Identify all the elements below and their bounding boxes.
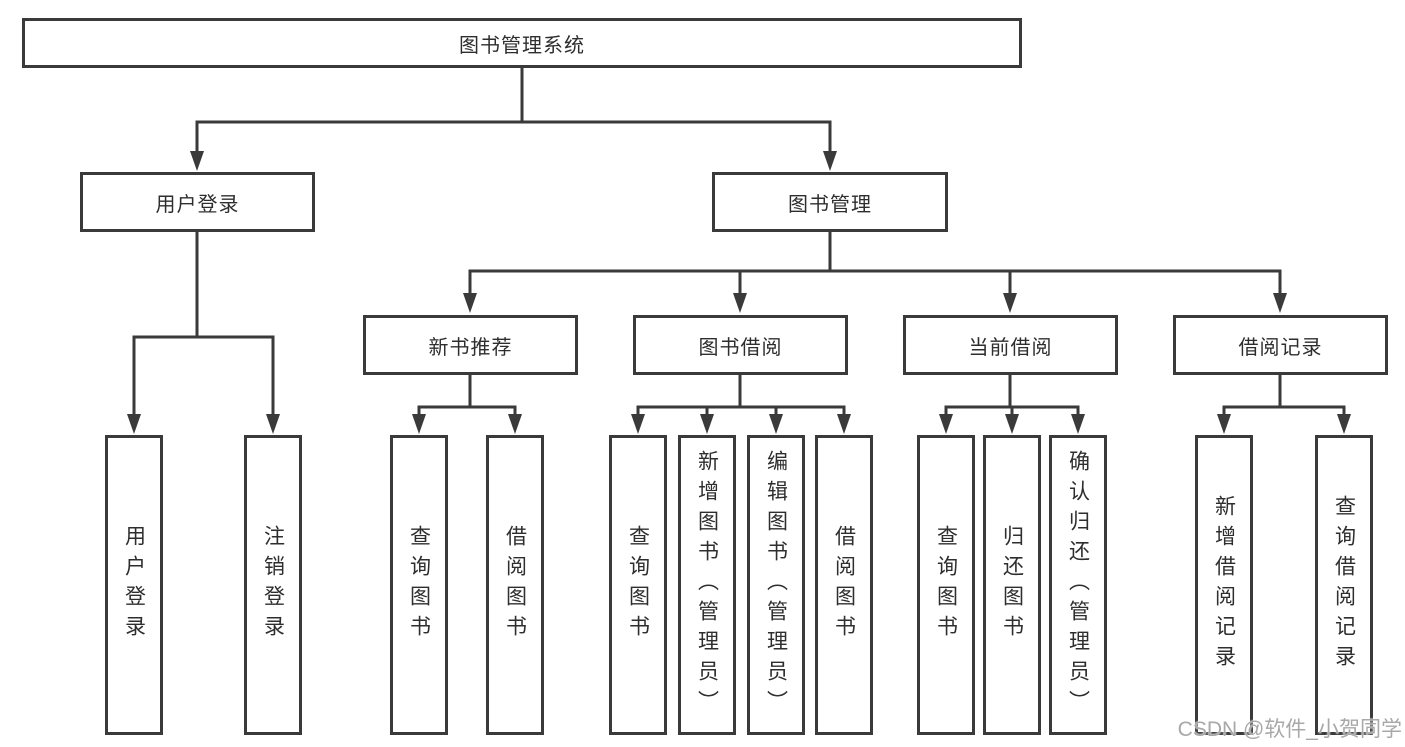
node-label: 当前借阅 [968,336,1053,359]
node-label: 借阅图书 [832,525,856,645]
node-book-management: 图书管理 [712,172,948,232]
leaf-query-books-2: 查询图书 [609,435,667,735]
leaf-add-book-admin: 新增图书（管理员） [678,435,736,735]
leaf-query-books-3: 查询图书 [917,435,975,735]
node-label: 新增借阅记录 [1212,495,1236,675]
leaf-confirm-return-admin: 确认归还（管理员） [1049,435,1107,735]
leaf-borrow-books-1: 借阅图书 [486,435,544,735]
node-label: 借阅记录 [1238,336,1323,359]
leaf-edit-book-admin: 编辑图书（管理员） [747,435,805,735]
node-label: 新增图书（管理员） [695,450,719,720]
csdn-watermark: CSDN @软件_小贺同学 [1177,718,1402,741]
node-label: 新书推荐 [428,336,513,359]
leaf-user-login: 用户登录 [105,435,163,735]
node-label: 图书管理 [788,193,872,216]
node-current-borrowing: 当前借阅 [903,315,1118,375]
node-label: 查询借阅记录 [1332,495,1356,675]
node-label: 用户登录 [155,193,240,216]
node-label: 编辑图书（管理员） [764,450,788,720]
leaf-query-books-1: 查询图书 [390,435,448,735]
node-label: 用户登录 [122,525,146,645]
arrowheads [127,151,1351,434]
node-label: 图书管理系统 [459,34,585,57]
leaf-query-borrow-record: 查询借阅记录 [1315,435,1373,735]
node-label: 查询图书 [626,525,650,645]
node-label: 图书借阅 [698,336,783,359]
leaf-borrow-books-2: 借阅图书 [815,435,873,735]
node-label: 借阅图书 [503,525,527,645]
node-label: 注销登录 [261,525,285,645]
node-new-book-recommend: 新书推荐 [363,315,578,375]
node-book-borrowing: 图书借阅 [633,315,848,375]
leaf-return-book: 归还图书 [983,435,1041,735]
node-label: 归还图书 [1000,525,1024,645]
node-label: 确认归还（管理员） [1066,450,1090,720]
node-borrowing-records: 借阅记录 [1173,315,1388,375]
node-root-system: 图书管理系统 [22,18,1022,68]
node-label: 查询图书 [407,525,431,645]
leaf-add-borrow-record: 新增借阅记录 [1195,435,1253,735]
leaf-logout: 注销登录 [244,435,302,735]
node-label: 查询图书 [934,525,958,645]
node-user-login: 用户登录 [80,172,315,232]
